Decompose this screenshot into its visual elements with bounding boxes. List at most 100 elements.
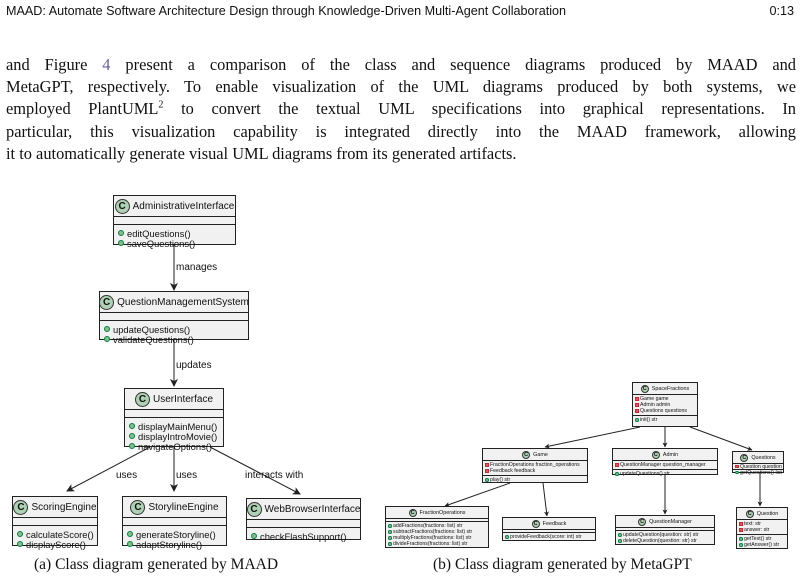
- public-method-icon: [129, 443, 135, 449]
- public-method-icon: [388, 524, 392, 528]
- class-name: SpaceFractions: [651, 385, 690, 392]
- class-name: QuestionManager: [649, 518, 692, 525]
- public-method-icon: [618, 539, 622, 543]
- class-field: Question question: [733, 464, 783, 470]
- class-field: Feedback feedback: [483, 468, 587, 474]
- class-field: QuestionManager question_manager: [613, 462, 717, 468]
- body-paragraph: and Figure 4 present a comparison of the…: [6, 54, 796, 165]
- class-name: Question: [756, 510, 779, 517]
- class-field: answer: str: [737, 527, 787, 533]
- class-method: displayIntroMovie(): [125, 431, 223, 442]
- class-method: updateQuestions(): [100, 324, 248, 335]
- class-name: Game: [533, 451, 548, 458]
- class-method: adaptStoryline(): [123, 539, 226, 550]
- private-field-icon: [635, 403, 639, 407]
- caption-b: (b) Class diagram generated by MetaGPT: [433, 556, 692, 573]
- public-method-icon: [735, 470, 739, 475]
- class-icon: C: [13, 499, 29, 515]
- class-method: updateQuestion(question: str) str: [616, 532, 714, 538]
- edge-label-uses: uses: [116, 470, 138, 481]
- class-icon: C: [522, 450, 531, 459]
- class-method: deleteQuestion(question: str) str: [616, 538, 714, 544]
- class-icon: C: [638, 517, 647, 526]
- private-field-icon: [739, 522, 743, 526]
- public-method-icon: [127, 531, 133, 537]
- public-method-icon: [388, 530, 392, 534]
- private-field-icon: [739, 528, 743, 532]
- public-method-icon: [129, 433, 135, 439]
- class-method: play() str: [483, 477, 587, 483]
- running-title: MAAD: Automate Software Architecture Des…: [6, 4, 567, 18]
- public-method-icon: [388, 536, 392, 540]
- class-method: saveQuestions(): [114, 238, 235, 249]
- class-icon: C: [640, 384, 649, 393]
- class-name: Admin: [662, 451, 679, 458]
- public-method-icon: [615, 472, 619, 476]
- class-method: subtractFractions(fractions: list) str: [386, 529, 488, 535]
- class-method: navigateOptions(): [125, 441, 223, 452]
- paragraph-line: and Figure 4 present a comparison of the…: [6, 55, 796, 74]
- edge-uses-scoring: [66, 446, 151, 492]
- class-method: checkFlashSupport(): [247, 531, 360, 542]
- edge-label-updates: updates: [176, 360, 212, 371]
- class-method: provideFeedback(score: int) str: [503, 534, 595, 540]
- footnote-marker[interactable]: 2: [158, 99, 164, 111]
- paragraph-line: MetaGPT, respectively. To enable visuali…: [6, 77, 796, 97]
- edge-sf-questions: [689, 426, 753, 451]
- edge-game-fractionops: [444, 482, 511, 507]
- class-method: generateStoryline(): [123, 529, 226, 540]
- public-method-icon: [17, 541, 23, 547]
- class-method: getText() str: [737, 536, 787, 542]
- class-icon: C: [651, 450, 660, 459]
- class-name: AdministrativeInterface: [132, 200, 235, 212]
- paragraph-line: it to automatically generate visual UML …: [6, 143, 517, 163]
- edge-label-interacts-with: interacts with: [245, 470, 304, 481]
- public-method-icon: [127, 541, 133, 547]
- caption-a: (a) Class diagram generated by MAAD: [34, 556, 279, 573]
- diagram-connectors: [66, 245, 763, 517]
- class-name: StorylineEngine: [148, 501, 219, 513]
- private-field-icon: [485, 469, 489, 473]
- public-method-icon: [104, 326, 110, 332]
- class-icon: C: [531, 519, 540, 528]
- private-field-icon: [485, 463, 489, 467]
- running-header: MAAD: Automate Software Architecture Des…: [6, 4, 794, 22]
- class-method: getQuestions() list: [733, 470, 783, 476]
- public-method-icon: [104, 336, 110, 342]
- class-name: FractionOperations: [419, 509, 466, 516]
- figure-ref-link[interactable]: 4: [102, 55, 111, 74]
- private-field-icon: [635, 397, 639, 401]
- paragraph-line: employed PlantUML2 to convert the textua…: [6, 99, 796, 119]
- class-icon: C: [246, 501, 262, 517]
- public-method-icon: [129, 423, 135, 429]
- edge-label-manages: manages: [176, 262, 218, 273]
- class-method: divideFractions(fractions: list) str: [386, 541, 488, 547]
- class-icon: C: [99, 294, 115, 310]
- public-method-icon: [739, 537, 743, 541]
- class-method: updateQuestions() str: [613, 471, 717, 477]
- paragraph-line: particular, this visualization capabilit…: [6, 121, 796, 141]
- class-method: init() str: [633, 417, 697, 423]
- class-name: Questions: [751, 454, 776, 461]
- class-icon: C: [130, 499, 146, 515]
- private-field-icon: [615, 463, 619, 467]
- public-method-icon: [635, 418, 639, 422]
- class-method: displayMainMenu(): [125, 421, 223, 432]
- private-field-icon: [735, 464, 739, 469]
- private-field-icon: [635, 409, 639, 413]
- class-method: multiplyFractions(fractions: list) str: [386, 535, 488, 541]
- public-method-icon: [118, 240, 124, 246]
- class-icon: C: [134, 391, 150, 407]
- class-name: WebBrowserInterface: [264, 503, 361, 515]
- class-method: displayScore(): [13, 539, 97, 550]
